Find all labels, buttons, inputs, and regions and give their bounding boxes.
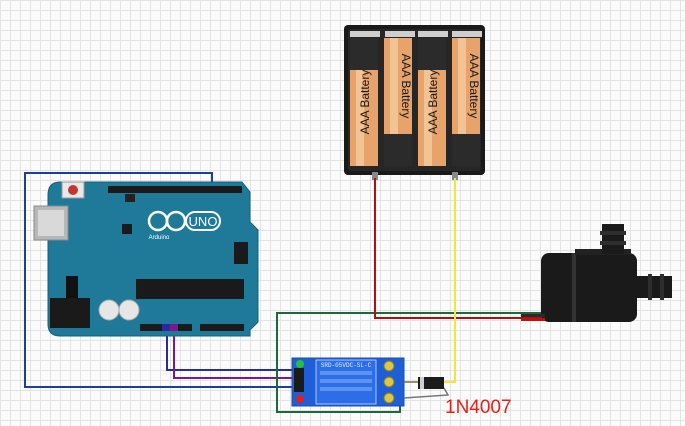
battery-cell: AAA Battery [452,38,481,166]
battery-cell: AAA Battery [384,38,413,166]
battery-label: AAA Battery [426,70,440,135]
arduino-model: UNO [189,214,218,229]
battery-cell: AAA Battery [418,38,446,166]
wire-battery-yellow [400,178,456,383]
arduino-brand: Arduino [149,235,170,241]
power-led [296,360,304,368]
digital-header [108,186,242,193]
wire-signal [166,325,296,371]
capacitor [98,299,120,321]
battery-label: AAA Battery [399,54,413,119]
battery-cell: AAA Battery [350,38,378,166]
arduino-logo: UNO Arduino [147,210,221,241]
battery-pack[interactable]: AAA Battery AAA Battery AAA Battery AAA … [344,25,485,180]
diode-1n4007[interactable]: 1N4007 [403,377,512,418]
capacitor [118,299,140,321]
analog-header [200,324,244,331]
relay-module[interactable]: SRD-05VDC-SL-C [291,357,405,407]
battery-label: AAA Battery [467,54,481,119]
status-led [296,395,304,403]
wire-vcc [24,172,296,388]
water-pump[interactable] [521,224,672,322]
power-jack [50,298,90,328]
battery-label: AAA Battery [358,70,372,135]
relay-model-text: SRD-05VDC-SL-C [321,362,372,369]
relay-input-pins [294,368,304,392]
wire-signal-purple [173,325,296,379]
microcontroller [136,279,244,299]
diode-label: 1N4007 [445,397,512,418]
wire-battery-red [374,178,545,319]
terminal-no[interactable] [383,392,395,404]
arduino-uno[interactable]: UNO Arduino [33,181,259,337]
terminal-com[interactable] [383,376,395,388]
terminal-nc[interactable] [383,360,395,372]
